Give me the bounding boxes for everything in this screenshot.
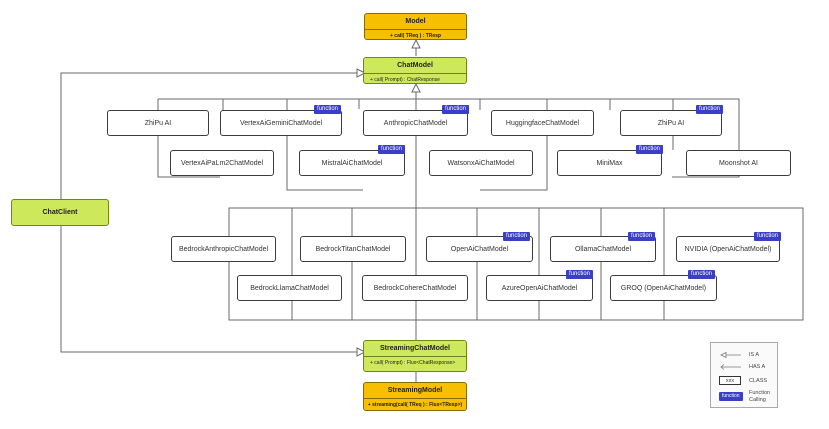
chat-model-class: ChatModel + call( Prompt) : ChatResponse xyxy=(363,57,467,84)
function-badge-anthropic: function xyxy=(442,105,470,114)
model-title: Model xyxy=(365,14,466,30)
watsonx-ai-box: WatsonxAiChatModel xyxy=(429,150,533,176)
streaming-model-title: StreamingModel xyxy=(364,383,466,399)
bedrock-anthropic-box: BedrockAnthropicChatModel xyxy=(171,236,276,262)
zhipu-ai-box: ZhiPu AI xyxy=(107,110,209,136)
zhipu-ai-box-2: ZhiPu AI xyxy=(620,110,722,136)
streaming-model-method: + streaming(call( TReq ) : Flux<TResp>) xyxy=(367,402,463,408)
vertex-ai-palm2-box: VertexAiPaLm2ChatModel xyxy=(170,150,274,176)
chat-model-method: + call( Prompt) : ChatResponse xyxy=(370,77,440,83)
function-badge-vertex-gemini: function xyxy=(314,105,342,114)
anthropic-box: AnthropicChatModel xyxy=(363,110,468,136)
legend-arrows xyxy=(720,351,741,370)
legend-function-label: Function Calling xyxy=(749,390,771,403)
streaming-model-class: StreamingModel + streaming(call( TReq ) … xyxy=(363,382,467,411)
mistral-ai-box: MistralAiChatModel xyxy=(299,150,405,176)
streaming-chat-model-method: + call( Prompt) : Flux<ChatResponse> xyxy=(370,360,456,366)
legend-is-a: IS A xyxy=(749,352,760,358)
function-badge-groq: function xyxy=(688,270,716,279)
chat-model-title: ChatModel xyxy=(364,58,466,74)
function-badge-openai: function xyxy=(503,232,531,241)
moonshot-ai-box: Moonshot AI xyxy=(686,150,791,176)
legend-class-label: CLASS xyxy=(749,378,768,384)
function-badge-ollama: function xyxy=(628,232,656,241)
chat-client-class: ChatClient xyxy=(11,199,109,226)
function-badge-minimax: function xyxy=(636,145,664,154)
azure-openai-box: AzureOpenAiChatModel xyxy=(486,275,593,301)
function-badge-azure-openai: function xyxy=(566,270,594,279)
streaming-chat-model-class: StreamingChatModel + call( Prompt) : Flu… xyxy=(363,340,467,372)
nvidia-box: NVIDIA (OpenAiChatModel) xyxy=(676,236,780,262)
minimax-box: MiniMax xyxy=(557,150,662,176)
model-method: + call( TReq ) : TResp xyxy=(390,33,441,39)
chat-client-title: ChatClient xyxy=(42,209,78,216)
streaming-chat-model-title: StreamingChatModel xyxy=(364,341,466,357)
bedrock-titan-box: BedrockTitanChatModel xyxy=(300,236,406,262)
vertex-ai-gemini-box: VertexAiGeminiChatModel xyxy=(220,110,342,136)
huggingface-box: HuggingfaceChatModel xyxy=(491,110,594,136)
function-badge-nvidia: function xyxy=(754,232,782,241)
function-badge-zhipu: function xyxy=(696,105,724,114)
model-class: Model + call( TReq ) : TResp xyxy=(364,13,467,40)
bedrock-llama-box: BedrockLlamaChatModel xyxy=(237,275,342,301)
legend-function-badge: function xyxy=(719,392,743,401)
legend-class-sample: xxx xyxy=(719,376,741,385)
groq-box: GROQ (OpenAiChatModel) xyxy=(610,275,717,301)
function-badge-mistral: function xyxy=(378,145,406,154)
bedrock-cohere-box: BedrockCohereChatModel xyxy=(362,275,468,301)
legend: IS A HAS A xxx CLASS function Function C… xyxy=(710,342,778,408)
legend-has-a: HAS A xyxy=(749,364,766,370)
